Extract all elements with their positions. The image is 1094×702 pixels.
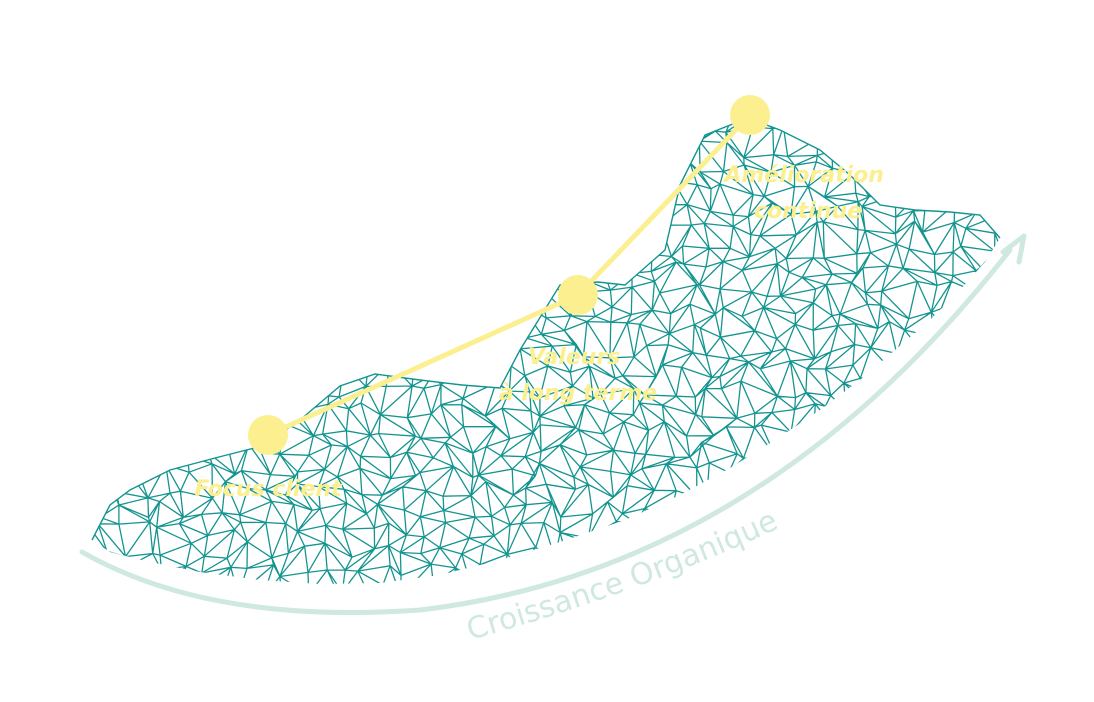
- milestone-labels: Focus client Valeurs à long terme Amélio…: [194, 163, 891, 502]
- milestone-label-valeurs-long-terme: Valeurs à long terme: [499, 345, 657, 406]
- arrow-head-icon: [1000, 233, 1027, 265]
- milestone-dot-valeurs-long-terme: [558, 275, 598, 315]
- milestone-label-amelioration-continue: Amélioration continue: [722, 163, 891, 224]
- milestone-path: [248, 95, 770, 455]
- milestone-label-focus-client: Focus client: [194, 477, 343, 502]
- milestone-dot-focus-client: [248, 415, 288, 455]
- milestone-dot-amelioration-continue: [730, 95, 770, 135]
- growth-curve: Croissance Organique: [82, 233, 1027, 648]
